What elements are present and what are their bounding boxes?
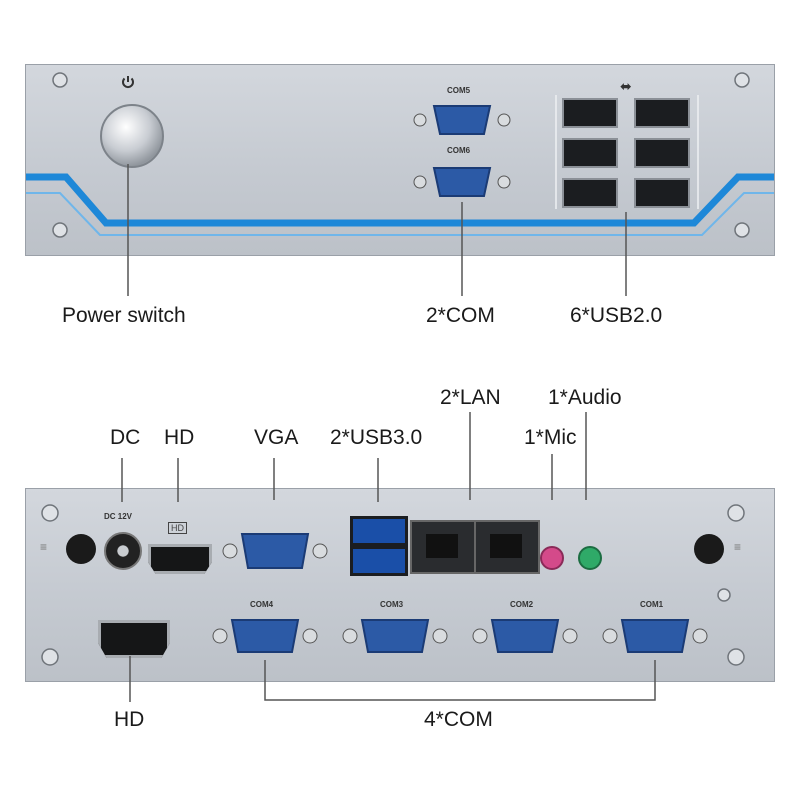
- wifi-icon: ≡: [40, 540, 48, 554]
- front-blue-stripe: [26, 173, 774, 236]
- com6-port-label: COM6: [447, 146, 471, 155]
- lan-port[interactable]: [410, 520, 476, 574]
- com1-port-label: COM1: [640, 600, 664, 609]
- com5-port[interactable]: [410, 100, 514, 140]
- lan-port[interactable]: [474, 520, 540, 574]
- power-switch-callout: Power switch: [62, 304, 186, 327]
- com5-port-label: COM5: [447, 86, 471, 95]
- hd-bottom-callout: HD: [114, 708, 145, 731]
- hd-top-callout: HD: [164, 426, 195, 449]
- audio-callout: 1*Audio: [548, 386, 622, 409]
- dc-12v-label: DC 12V: [104, 512, 133, 521]
- usb3-port[interactable]: [350, 546, 408, 576]
- mic-callout: 1*Mic: [524, 426, 577, 449]
- hd-port-top[interactable]: [148, 544, 212, 574]
- front-screws: [52, 72, 750, 238]
- audio-jack[interactable]: [578, 546, 602, 570]
- dc-jack[interactable]: [104, 532, 142, 570]
- usb2-port[interactable]: [562, 98, 618, 128]
- usb2-callout: 6*USB2.0: [570, 304, 663, 327]
- vga-port[interactable]: [220, 530, 330, 572]
- usb3-callout: 2*USB3.0: [330, 426, 423, 449]
- com2-port[interactable]: [470, 614, 580, 658]
- front-com-callout: 2*COM: [426, 304, 495, 327]
- usb2-port[interactable]: [634, 178, 690, 208]
- com2-port-label: COM2: [510, 600, 534, 609]
- antenna-hole: [66, 534, 96, 564]
- dc-callout: DC: [110, 426, 141, 449]
- usb2-port[interactable]: [562, 138, 618, 168]
- com4-port[interactable]: [210, 614, 320, 658]
- com6-port[interactable]: [410, 162, 514, 202]
- usb3-port[interactable]: [350, 516, 408, 546]
- usb2-port[interactable]: [634, 98, 690, 128]
- com4-port-label: COM4: [250, 600, 274, 609]
- wifi-icon: ≡: [734, 540, 742, 554]
- com1-port[interactable]: [600, 614, 710, 658]
- lan-callout: 2*LAN: [440, 386, 501, 409]
- usb2-port[interactable]: [634, 138, 690, 168]
- hd-port-bottom[interactable]: [98, 620, 170, 658]
- usb-icon: ⬌: [620, 78, 632, 94]
- com3-port[interactable]: [340, 614, 450, 658]
- rear-com-callout: 4*COM: [424, 708, 493, 731]
- front-usb2-group: [555, 95, 699, 209]
- com3-port-label: COM3: [380, 600, 404, 609]
- usb2-port[interactable]: [562, 178, 618, 208]
- mic-jack[interactable]: [540, 546, 564, 570]
- power-button[interactable]: [100, 104, 164, 168]
- power-icon: [120, 74, 136, 90]
- vga-callout: VGA: [254, 426, 299, 449]
- antenna-hole: [694, 534, 724, 564]
- hd-icon: HD: [168, 522, 187, 534]
